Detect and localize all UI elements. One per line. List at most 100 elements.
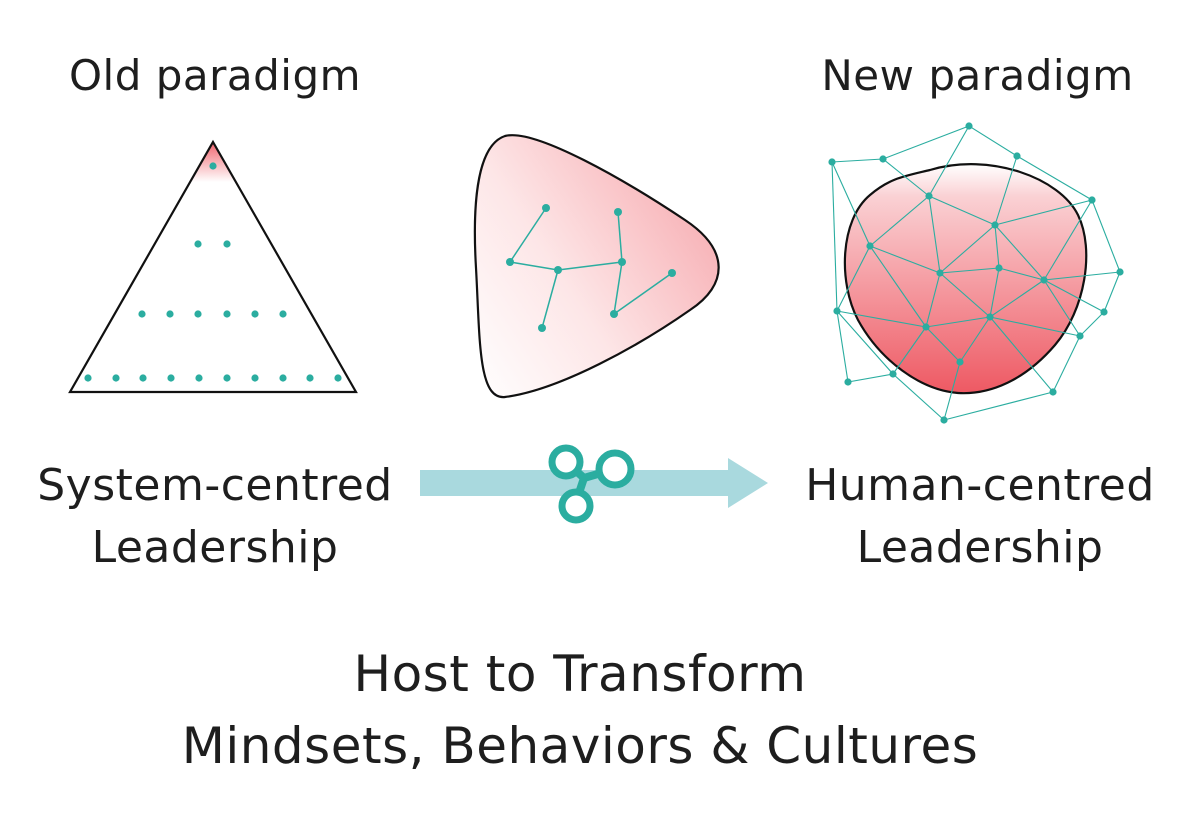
mesh-node	[940, 416, 948, 424]
mesh-edge	[1043, 279, 1081, 337]
pyramid-dot	[279, 374, 287, 382]
mesh-node	[1049, 388, 1057, 396]
mesh-node	[986, 313, 994, 321]
mesh-edge	[968, 125, 1018, 157]
blob-network-lines	[509, 207, 673, 329]
mesh-edge	[994, 224, 1000, 269]
pyramid-dot	[251, 310, 259, 318]
mesh-edge	[869, 245, 941, 274]
mesh-node	[1100, 308, 1108, 316]
mesh-node	[879, 155, 887, 163]
blob-network-nodes	[506, 204, 676, 332]
mesh-edge	[928, 195, 941, 274]
mesh-edge	[882, 125, 970, 160]
rounded-triangle-blob	[473, 134, 720, 399]
old-caption-line2: Leadership	[91, 522, 339, 573]
mesh-node	[991, 221, 999, 229]
pyramid-dot	[139, 374, 147, 382]
mesh-edge	[831, 161, 871, 247]
mesh-edge	[892, 326, 927, 375]
mesh-edge	[1052, 335, 1081, 393]
mesh-node	[1088, 196, 1096, 204]
mesh-edge	[831, 161, 838, 312]
new-caption-line1: Human-centred	[805, 460, 1155, 511]
pyramid-dot	[138, 310, 146, 318]
mesh-edge	[836, 310, 894, 375]
mesh-edge	[928, 125, 970, 197]
pyramid-dot	[223, 310, 231, 318]
mesh-edge	[1043, 199, 1093, 281]
mesh-node	[956, 358, 964, 366]
pyramid-dot	[334, 374, 342, 382]
new-paradigm-heading: New paradigm	[821, 51, 1134, 100]
mesh-node	[936, 269, 944, 277]
mesh-edge	[869, 245, 927, 328]
pyramid-triangle	[68, 139, 358, 394]
pyramid-dot	[194, 310, 202, 318]
mesh-edge	[925, 326, 961, 363]
pyramid-dot	[306, 374, 314, 382]
human-centred-blob	[828, 122, 1124, 424]
pyramid-dot	[167, 374, 175, 382]
mesh-node	[922, 323, 930, 331]
mesh-edge	[939, 272, 991, 318]
mesh-edge	[943, 391, 1054, 421]
pyramid-dot	[112, 374, 120, 382]
pyramid-dot	[209, 162, 217, 170]
mesh-node	[995, 264, 1003, 272]
new-caption-line2: Leadership	[856, 522, 1104, 573]
mesh-edge	[939, 224, 996, 274]
transition-network-blob	[473, 134, 720, 399]
organic-blob-shape	[843, 163, 1088, 395]
mesh-edge	[989, 279, 1045, 318]
mesh-edge	[928, 195, 996, 226]
mesh-edge	[989, 316, 1081, 337]
mesh-edge	[836, 310, 927, 328]
mesh-node	[1116, 268, 1124, 276]
pyramid-dot	[195, 374, 203, 382]
pyramid-dot	[223, 240, 231, 248]
mesh-node	[833, 307, 841, 315]
pyramid-dot	[194, 240, 202, 248]
mesh-node	[828, 158, 836, 166]
hierarchy-pyramid	[68, 139, 358, 394]
mesh-edge	[869, 195, 930, 247]
mesh-edge	[1103, 271, 1121, 313]
arrow-right-icon	[420, 458, 768, 508]
mesh-edge	[994, 224, 1045, 281]
old-paradigm-heading: Old paradigm	[68, 51, 362, 100]
mesh-edge	[998, 267, 1045, 281]
mesh-edge	[925, 316, 991, 328]
pyramid-dots	[84, 162, 342, 382]
mesh-edge	[989, 316, 1054, 393]
mesh-edge	[994, 155, 1018, 226]
mesh-nodes	[828, 122, 1124, 424]
pyramid-dot	[223, 374, 231, 382]
mesh-edge	[994, 199, 1093, 226]
pyramid-dot	[251, 374, 259, 382]
mesh-edge	[836, 245, 871, 312]
mesh-edge	[1091, 199, 1121, 273]
pyramid-dot	[166, 310, 174, 318]
footer-line2: Mindsets, Behaviors & Cultures	[181, 717, 979, 775]
mesh-node	[1040, 276, 1048, 284]
mesh-node	[965, 122, 973, 130]
mesh-edge	[1043, 279, 1105, 313]
mesh-node	[844, 378, 852, 386]
mesh-edge	[989, 267, 1000, 318]
mesh-node	[1076, 332, 1084, 340]
mesh-edge	[925, 272, 941, 328]
footer-line1: Host to Transform	[353, 645, 807, 703]
pyramid-dot	[279, 310, 287, 318]
mesh-node	[925, 192, 933, 200]
pyramid-dot	[84, 374, 92, 382]
mesh-edge	[847, 373, 894, 383]
share-nodes-icon	[548, 444, 635, 524]
mesh-edge	[831, 158, 884, 163]
mesh-edge	[1043, 271, 1121, 281]
mesh-edge	[959, 316, 991, 363]
mesh-edge	[939, 267, 1000, 274]
mesh-lines	[831, 125, 1121, 421]
mesh-edge	[882, 158, 930, 197]
mesh-edge	[836, 310, 849, 383]
